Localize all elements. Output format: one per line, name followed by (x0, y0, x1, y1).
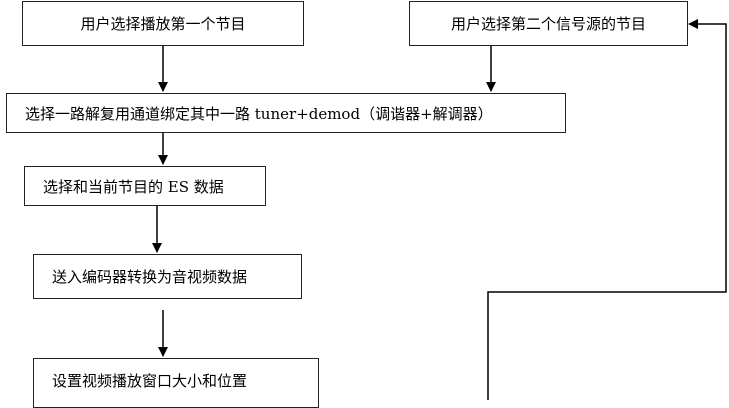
step-set-window: 设置视频播放窗口大小和位置 (33, 358, 319, 408)
step-send-decoder-label: 送入编码器转换为音视频数据 (52, 268, 248, 286)
step-send-decoder: 送入编码器转换为音视频数据 (33, 254, 302, 299)
step-bind-tuner-demod-label: 选择一路解复用通道绑定其中一路 tuner+demod（调谐器+解调器） (25, 104, 493, 123)
step-set-window-label: 设置视频播放窗口大小和位置 (52, 371, 248, 390)
step-select-es: 选择和当前节目的 ES 数据 (24, 166, 266, 206)
step-user-select-second-label: 用户选择第二个信号源的节目 (450, 15, 646, 33)
step-select-es-label: 选择和当前节目的 ES 数据 (43, 177, 224, 196)
step-user-select-first-label: 用户选择播放第一个节目 (80, 15, 246, 33)
step-bind-tuner-demod: 选择一路解复用通道绑定其中一路 tuner+demod（调谐器+解调器） (6, 93, 566, 133)
step-user-select-first: 用户选择播放第一个节目 (22, 1, 304, 46)
feedback-loop-line (487, 19, 727, 400)
step-user-select-second: 用户选择第二个信号源的节目 (409, 1, 688, 46)
